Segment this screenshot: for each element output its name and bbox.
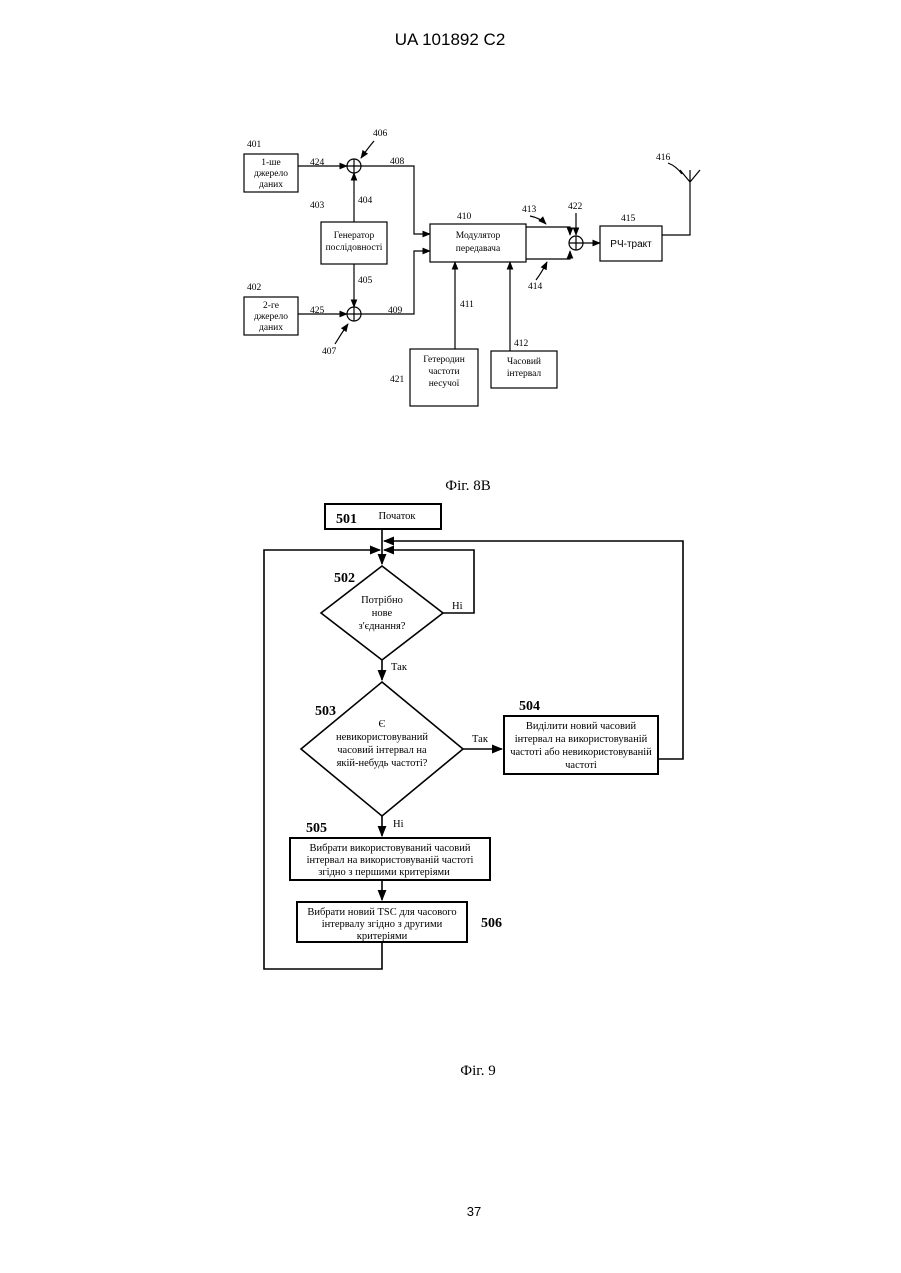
timeslot-line2: інтервал — [507, 369, 542, 379]
ref-414: 414 — [528, 282, 543, 292]
decision-503-yes-label: Так — [472, 734, 489, 745]
box-504-line4: частоті — [565, 760, 597, 771]
source2-ref: 402 — [247, 283, 262, 293]
carrier-oscillator-line3: несучої — [429, 379, 460, 389]
ref-424: 424 — [310, 158, 325, 168]
ref-406: 406 — [373, 129, 388, 139]
box-504-line3: частоті або невикористовуваній — [510, 747, 652, 758]
ref-409: 409 — [388, 306, 403, 316]
decision-503-line4: якій-небудь частоті? — [337, 758, 428, 769]
decision-502-ref: 502 — [334, 571, 355, 586]
decision-503-line1: Є — [379, 719, 386, 730]
decision-502-no-label: Ні — [452, 601, 463, 612]
ref-425: 425 — [310, 306, 325, 316]
modulator-ref: 410 — [457, 212, 472, 222]
decision-502-line1: Потрібно — [361, 595, 403, 606]
box-505-line1: Вибрати використовуваний часовий — [310, 843, 471, 854]
source2-line3: даних — [259, 323, 283, 333]
decision-502-line3: з'єднання? — [359, 621, 406, 632]
ref-407: 407 — [322, 347, 337, 357]
box-506-line3: критеріями — [357, 931, 408, 942]
page-number: 37 — [467, 1204, 481, 1219]
box-506-line2: інтервалу згідно з другими — [322, 919, 443, 930]
modulator-line1: Модулятор — [456, 231, 501, 241]
sequence-generator-ref: 403 — [310, 201, 325, 211]
start-label: Початок — [378, 511, 416, 522]
source1-line3: даних — [259, 180, 283, 190]
box-504-line1: Виділити новий часовий — [526, 721, 637, 732]
carrier-oscillator-line2: частоти — [428, 367, 459, 377]
modulator-line2: передавача — [456, 244, 501, 254]
decision-503-line3: часовий інтервал на — [337, 745, 427, 756]
sequence-generator-line2: послідовності — [326, 243, 383, 253]
fig9-flowchart: 501 Початок 502 Потрібно нове з'єднання?… — [264, 504, 683, 969]
ref-404: 404 — [358, 196, 373, 206]
start-ref: 501 — [336, 512, 357, 527]
fig8b-diagram: 1-ше джерело даних 401 2-ге джерело дани… — [244, 129, 700, 406]
ref-413: 413 — [522, 205, 537, 215]
box-505-line2: інтервал на використовуваній частоті — [307, 855, 474, 866]
antenna-icon — [662, 170, 700, 235]
rf-path-label: РЧ-тракт — [610, 239, 652, 250]
box-505-line3: згідно з першими критеріями — [318, 867, 450, 878]
decision-503-ref: 503 — [315, 704, 336, 719]
box-506-ref: 506 — [481, 916, 502, 931]
source1-line2: джерело — [254, 169, 288, 179]
ref-405: 405 — [358, 276, 373, 286]
ref-416: 416 — [656, 153, 671, 163]
source2-line1: 2-ге — [263, 301, 279, 311]
fig8b-caption: Фіг. 8В — [445, 478, 490, 494]
box-506-line1: Вибрати новий TSC для часового — [307, 907, 456, 918]
decision-502-yes-label: Так — [391, 662, 408, 673]
timeslot-ref: 412 — [514, 339, 529, 349]
sequence-generator-line1: Генератор — [334, 231, 375, 241]
rf-path-ref: 415 — [621, 214, 636, 224]
source1-line1: 1-ше — [261, 158, 280, 168]
timeslot-line1: Часовий — [507, 356, 541, 367]
ref-408: 408 — [390, 157, 405, 167]
ref-411: 411 — [460, 300, 474, 310]
box-505-ref: 505 — [306, 821, 327, 836]
decision-503-line2: невикористовуваний — [336, 732, 428, 743]
modulator-box — [430, 224, 526, 262]
fig9-caption: Фіг. 9 — [460, 1063, 495, 1079]
box-504-line2: інтервал на використовуваній — [515, 734, 648, 745]
carrier-oscillator-ref: 421 — [390, 375, 405, 385]
source2-line2: джерело — [254, 312, 288, 322]
decision-503-no-label: Ні — [393, 819, 404, 830]
carrier-oscillator-line1: Гетеродин — [423, 355, 465, 365]
decision-502-line2: нове — [372, 608, 393, 619]
patent-header: UA 101892 C2 — [395, 30, 506, 49]
source1-ref: 401 — [247, 140, 262, 150]
ref-422: 422 — [568, 202, 583, 212]
box-504-ref: 504 — [519, 699, 540, 714]
